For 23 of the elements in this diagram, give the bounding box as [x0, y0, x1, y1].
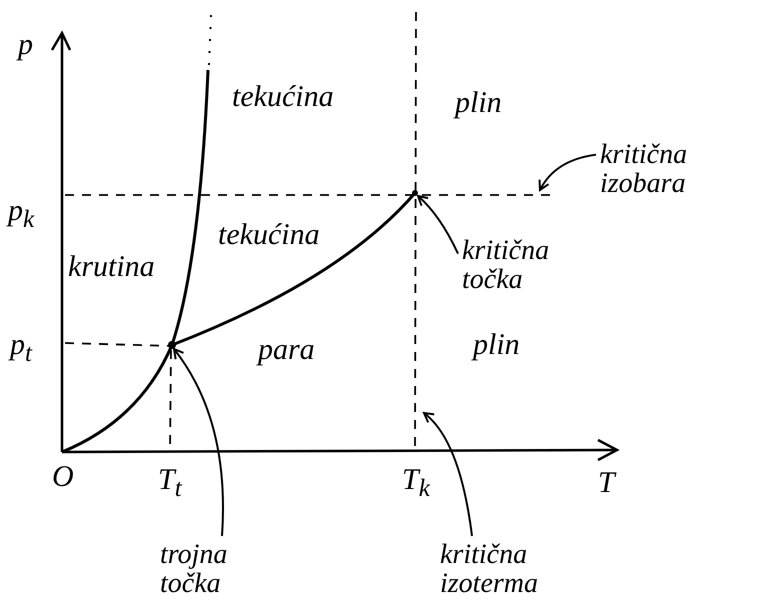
region-label: tekućina — [232, 82, 334, 112]
callout-text: trojna točka — [160, 540, 280, 599]
region-label: krutina — [68, 252, 155, 282]
callout-text: kritična točka — [462, 236, 592, 295]
region-label: para — [258, 335, 315, 365]
axis-label: p$_{t}$ — [10, 330, 32, 366]
leader-arrow — [173, 348, 224, 536]
region-label: plin — [455, 88, 502, 118]
axis-label: O — [52, 462, 74, 492]
region-label: plin — [473, 330, 520, 360]
critical-point-marker — [412, 190, 418, 196]
callout-text: kritična izobara — [600, 140, 750, 199]
callout-text: kritična izoterma — [440, 540, 590, 599]
leader-arrow — [417, 195, 459, 254]
axis-label: p$_{k}$ — [8, 196, 34, 232]
axis-label: T$_{t}$ — [158, 465, 182, 501]
leader-arrow — [539, 154, 596, 191]
axis-label: T$_{k}$ — [402, 465, 430, 501]
triple-point-marker — [168, 341, 176, 349]
leader-arrow — [423, 412, 473, 536]
region-label: tekućina — [218, 220, 320, 250]
axis-label: T — [598, 468, 615, 498]
axis-label: p — [18, 30, 33, 60]
